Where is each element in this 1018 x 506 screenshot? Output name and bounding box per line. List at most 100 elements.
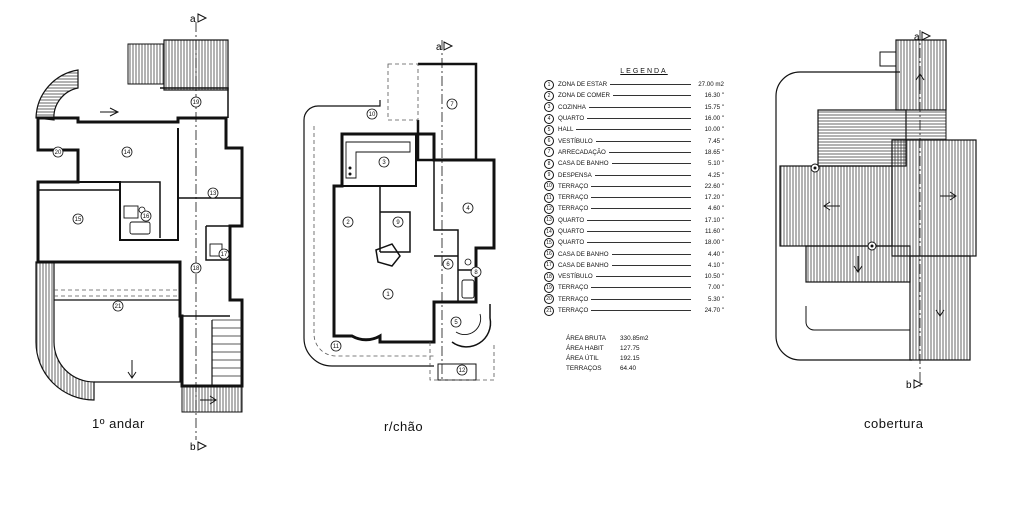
legend-item-name: TERRAÇO: [558, 194, 589, 202]
legend-item-name: CASA DE BANHO: [558, 160, 609, 168]
room-12-label: 12: [459, 368, 466, 374]
legend-item-number: 20: [544, 294, 554, 305]
first-floor-caption: 1º andar: [92, 416, 145, 431]
room-7-label: 7: [450, 102, 454, 108]
legend-item-number: 8: [544, 158, 554, 169]
area-value: 127.75: [620, 345, 640, 352]
legend-item: 8 CASA DE BANHO 5.10 ": [544, 158, 724, 169]
legend-item-number: 14: [544, 226, 554, 237]
legend-leader-line: [595, 140, 691, 142]
legend-item-number: 18: [544, 271, 554, 282]
legend-leader-line: [591, 310, 691, 312]
legend-item-area: 27.00 m2: [698, 81, 724, 89]
legend-item-number: 5: [544, 124, 554, 135]
legend-item-number: 13: [544, 215, 554, 226]
room-10-label: 10: [369, 112, 376, 118]
legend-item-area: 22.60 ": [704, 182, 724, 190]
legend-item-name: ARRECADAÇÃO: [558, 148, 606, 156]
legend-leader-line: [591, 287, 691, 289]
legend-leader-line: [595, 276, 691, 278]
legend-item-area: 4.10 ": [708, 261, 724, 269]
section-a-top-marker: a: [190, 14, 196, 25]
room-6-label: 6: [446, 262, 450, 268]
room-1-label: 1: [386, 292, 390, 298]
legend-item-name: CASA DE BANHO: [558, 250, 609, 258]
legend-item-name: VESTÍBULO: [558, 137, 593, 145]
legend-item-area: 18.65 ": [704, 148, 724, 156]
legend-item-number: 6: [544, 136, 554, 147]
room-8-label: 8: [474, 270, 478, 276]
section-b-bottom-marker: b: [190, 442, 196, 453]
legend-item-number: 19: [544, 282, 554, 293]
legend-item-name: QUARTO: [558, 115, 585, 123]
legend-item-name: QUARTO: [558, 228, 585, 235]
area-name: ÁREA ÚTIL: [566, 355, 599, 362]
legend-item: 18 VESTÍBULO 10.50 ": [544, 271, 724, 282]
legend-item-name: COZINHA: [558, 103, 586, 111]
legend-item-name: ZONA DE ESTAR: [558, 81, 608, 89]
room-13-label: 13: [210, 191, 217, 197]
room-9-label: 9: [396, 220, 400, 226]
legend-item-area: 17.10 ": [704, 216, 724, 224]
legend-item: 6 VESTÍBULO 7.45 ": [544, 135, 724, 147]
legend-leader-line: [611, 253, 691, 255]
legend-item-area: 5.10 ": [708, 160, 724, 168]
legend-leader-line: [591, 298, 691, 300]
section-a-roof-marker: a: [914, 32, 920, 43]
legend-item-number: 1: [544, 79, 554, 90]
ground-floor-caption: r/chão: [384, 419, 424, 434]
section-b-roof-marker: b: [906, 380, 912, 391]
legend-item-area: 7.00 ": [708, 284, 724, 292]
area-value: 330.85m2: [620, 335, 649, 342]
legend-item-number: 17: [544, 260, 554, 271]
legend-item-area: 10.50 ": [704, 273, 724, 281]
legend-item-number: 21: [544, 305, 554, 316]
ground-floor-plan: 1 2 3 4 5 6 7 8 9 10 11 12 a: [303, 40, 496, 381]
legend-item-area: 24.70 ": [704, 307, 724, 315]
area-name: ÁREA BRUTA: [566, 335, 607, 342]
room-21-label: 21: [115, 304, 122, 310]
legend-item-number: 9: [544, 170, 554, 181]
legend-item: 1 ZONA DE ESTAR 27.00 m2: [544, 79, 724, 90]
legend-item: 7 ARRECADAÇÃO 18.65 ": [544, 147, 724, 158]
room-5-label: 5: [454, 320, 458, 326]
legend-item-name: QUARTO: [558, 239, 585, 247]
legend-item-number: 7: [544, 147, 554, 158]
legend-item-number: 3: [544, 102, 554, 113]
legend-item-area: 4.40 ": [708, 250, 724, 258]
room-15-label: 15: [75, 217, 82, 223]
legend-item-area: 5.30 ": [708, 295, 724, 303]
legend-leader-line: [591, 208, 691, 210]
legend-item-area: 16.00 ": [704, 115, 724, 123]
legend-item-name: VESTÍBULO: [558, 273, 593, 281]
legend-leader-line: [591, 185, 691, 187]
legend-item-area: 17.20 ": [704, 194, 724, 202]
legend-item-number: 12: [544, 203, 554, 214]
legend-leader-line: [610, 84, 691, 86]
legend-leader-line: [576, 129, 691, 131]
first-floor-plan: 13 14 15 16 17 18 19 20 21 a b: [35, 13, 244, 453]
legend-item-area: 18.00 ": [704, 239, 724, 247]
legend-item-area: 7.45 ": [708, 137, 724, 145]
room-20-label: 20: [55, 150, 62, 156]
legend-item-area: 11.60 ": [705, 228, 724, 235]
legend-item-area: 10.00 ": [704, 126, 724, 134]
legend-item-name: TERRAÇO: [558, 307, 589, 315]
